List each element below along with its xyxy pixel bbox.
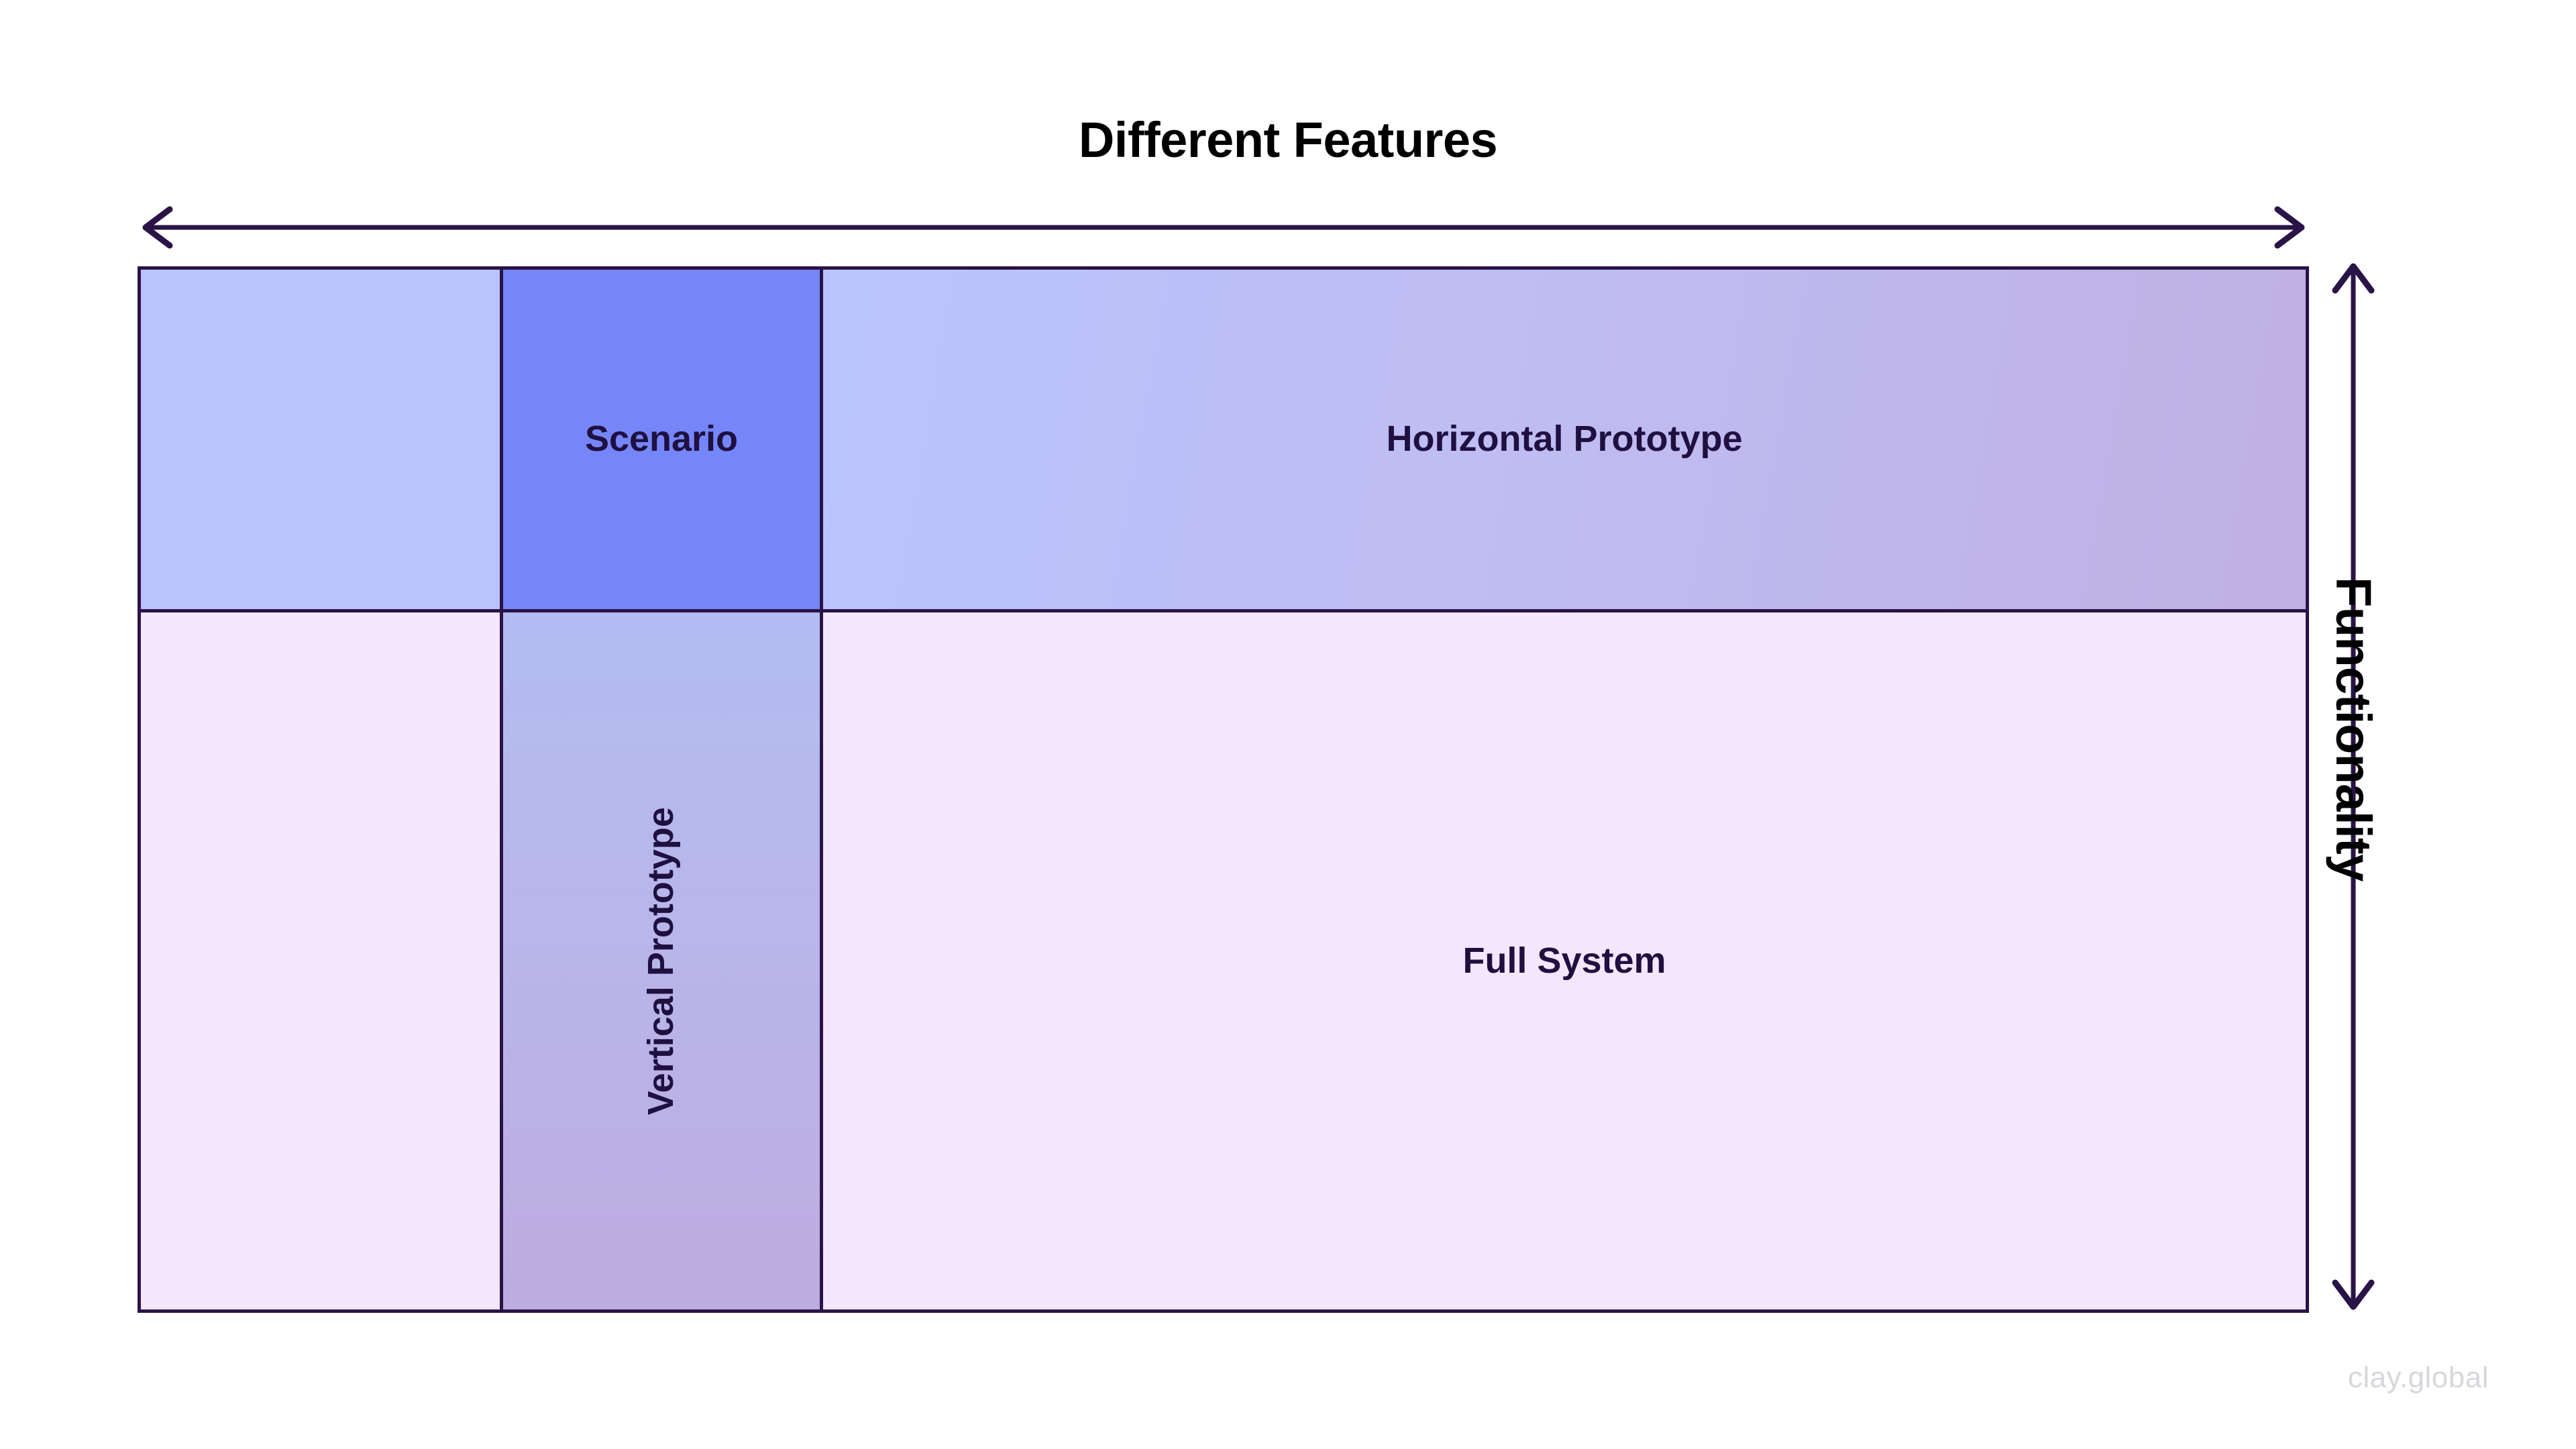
watermark: clay.global [2347,1361,2489,1394]
matrix-cell-vertical-prototype: Vertical Prototype [503,612,823,1309]
matrix-cell-top-left [141,270,503,612]
double-headed-horizontal-arrow-icon [138,205,2310,250]
matrix-cell-horizontal-prototype-label: Horizontal Prototype [1386,419,1743,460]
matrix-cell-scenario-label: Scenario [584,419,739,460]
matrix-cell-bottom-left [141,612,503,1309]
page-title: Different Features [1078,112,1498,168]
matrix-cell-full-system-label: Full System [1462,940,1666,981]
double-headed-vertical-arrow-icon [2331,258,2375,1315]
matrix-cell-vertical-prototype-label: Vertical Prototype [641,806,682,1116]
prototype-matrix: Scenario Horizontal Prototype Vertical P… [138,266,2309,1313]
axis-label-functionality: Functionality [2326,577,2381,881]
matrix-cell-full-system: Full System [823,612,2306,1309]
matrix-cell-scenario: Scenario [503,270,823,612]
matrix-cell-horizontal-prototype: Horizontal Prototype [823,270,2306,612]
